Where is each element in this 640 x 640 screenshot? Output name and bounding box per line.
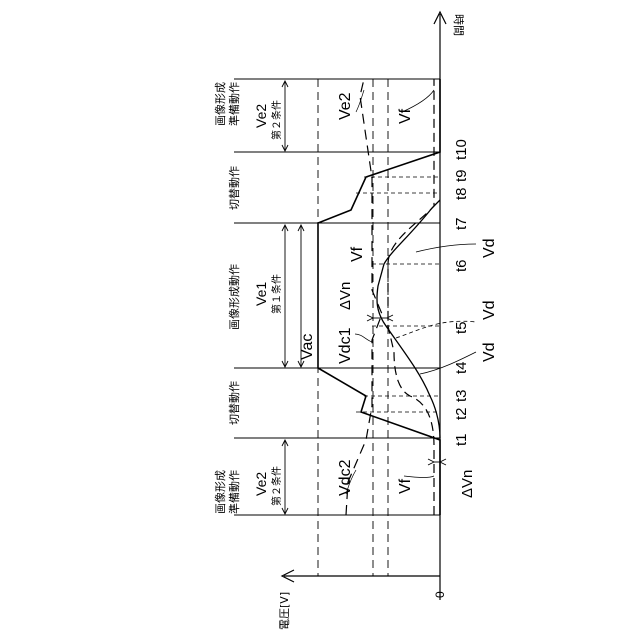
phase-titles: 画像形成 準備動作 切替動作 画像形成動作 切替動作 画像形成 準備動作: [214, 82, 241, 514]
vd-bottom-label: Vd: [481, 342, 498, 362]
vf-mid-label: Vf: [349, 246, 366, 262]
vf-dashed-waveform: [388, 79, 434, 515]
ve2-top-name: Ve2: [253, 104, 269, 128]
phase-1-title-line1: 画像形成: [214, 470, 227, 514]
phase-5-title-line1: 画像形成: [214, 82, 227, 126]
vd-waveform: [377, 200, 440, 438]
vdc2-label: Vdc2: [337, 459, 354, 496]
axes: [282, 12, 446, 600]
delta-vn-mid-label: ΔVn: [337, 282, 354, 310]
condition-labels: Ve2 第２条件 Ve1 第１条件 Ve2 第２条件: [253, 100, 283, 506]
time-mark-t2: t2: [453, 407, 470, 420]
vf-bottom-label: Vf: [397, 478, 414, 494]
reference-lines: [318, 79, 388, 576]
vac-label: Vac: [299, 334, 316, 360]
delta-vn-bottom-label: ΔVn: [459, 470, 476, 498]
origin-label: 0: [433, 591, 447, 598]
time-axis-label: 時間: [452, 14, 465, 36]
vdc1-label: Vdc1: [337, 327, 354, 364]
phase-2-title: 切替動作: [227, 381, 241, 425]
ve1-cond: 第１条件: [270, 274, 283, 314]
ve2-bottom-name: Ve2: [253, 472, 269, 496]
time-mark-t3: t3: [453, 389, 470, 402]
vd-mid-label: Vd: [481, 300, 498, 320]
time-mark-t10: t10: [453, 139, 470, 160]
time-mark-t4: t4: [453, 361, 470, 374]
time-mark-t8: t8: [453, 187, 470, 200]
phase-5-title-line2: 準備動作: [227, 82, 241, 126]
time-mark-t5: t5: [453, 321, 470, 334]
time-mark-t7: t7: [453, 217, 470, 230]
time-mark-t1: t1: [453, 433, 470, 446]
ve1-name: Ve1: [253, 282, 269, 306]
ve2-waveform-label: Ve2: [337, 92, 354, 120]
phase-4-title: 切替動作: [227, 166, 241, 210]
time-mark-t9: t9: [453, 169, 470, 182]
voltage-axis-label: 電圧[V]: [278, 592, 291, 630]
phase-1-title-line2: 準備動作: [227, 470, 241, 514]
time-mark-t6: t6: [453, 259, 470, 272]
ve2-top-cond: 第２条件: [270, 100, 283, 140]
time-mark-labels: t1 t2 t3 t4 t5 t6 t7 t8 t9 t10: [453, 139, 470, 446]
vf-top-label: Vf: [397, 108, 414, 124]
time-ticks: [356, 177, 440, 412]
ve2-bottom-cond: 第２条件: [270, 466, 283, 506]
phase-3-title: 画像形成動作: [227, 264, 241, 330]
vd-top-label: Vd: [481, 238, 498, 258]
